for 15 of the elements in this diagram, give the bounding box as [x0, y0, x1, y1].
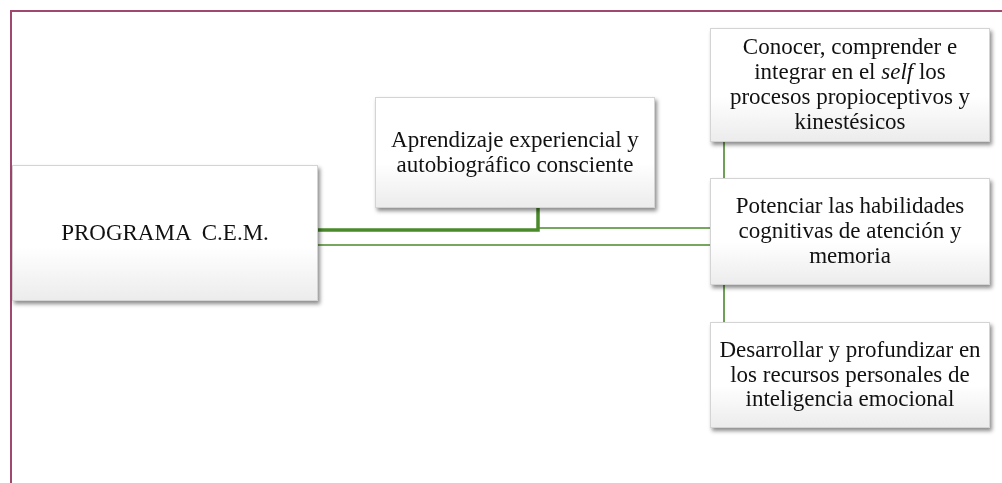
connector-line [317, 244, 711, 246]
box-label: PROGRAMA C.E.M. [61, 220, 269, 246]
text-box [710, 178, 990, 285]
connector-line [723, 141, 725, 179]
box-label: Conocer, comprender e integrar en el self los procesos propioceptivos y kinestésicos [728, 35, 972, 135]
box-label: Potenciar las habilidades cognitivas de atención y memoria [734, 194, 966, 269]
connector-line [537, 207, 711, 229]
box-label: Aprendizaje experiencial y autobiográfico consciente [390, 127, 640, 178]
text-box [710, 322, 990, 428]
text-box [375, 97, 655, 208]
text-box [12, 165, 318, 301]
box-label: Desarrollar y profundizar en los recursos personales de inteligencia emocional [718, 337, 982, 413]
connector-line [318, 208, 540, 232]
text-box [710, 28, 990, 142]
connector-line [723, 284, 725, 323]
